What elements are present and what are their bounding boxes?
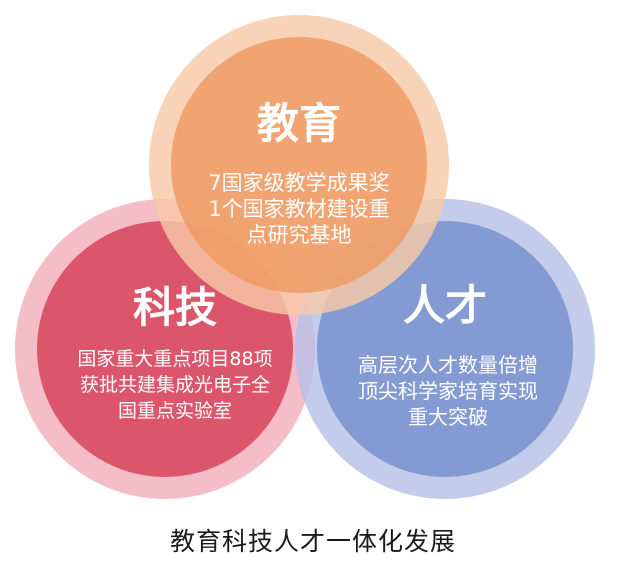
talent-line-3: 重大突破 — [408, 405, 488, 429]
talent-line-2: 顶尖科学家培育实现 — [358, 379, 538, 403]
science-line-2: 获批共建集成光电子全 — [80, 374, 270, 396]
science-line-1: 国家重大重点项目88项 — [77, 348, 272, 370]
education-line-1: 7国家级教学成果奖 — [208, 171, 389, 195]
science-line-3: 国重点实验室 — [118, 400, 232, 422]
education-line-2: 1个国家教材建设重 — [208, 197, 389, 221]
education-line-3: 点研究基地 — [247, 223, 352, 247]
diagram-caption: 教育科技人才一体化发展 — [169, 527, 456, 556]
education-title: 教育 — [257, 99, 341, 148]
talent-title: 人才 — [403, 281, 487, 330]
circle-education — [149, 15, 449, 315]
talent-line-1: 高层次人才数量倍增 — [358, 353, 538, 377]
science-title: 科技 — [133, 283, 217, 332]
circle-education-core — [171, 37, 427, 293]
